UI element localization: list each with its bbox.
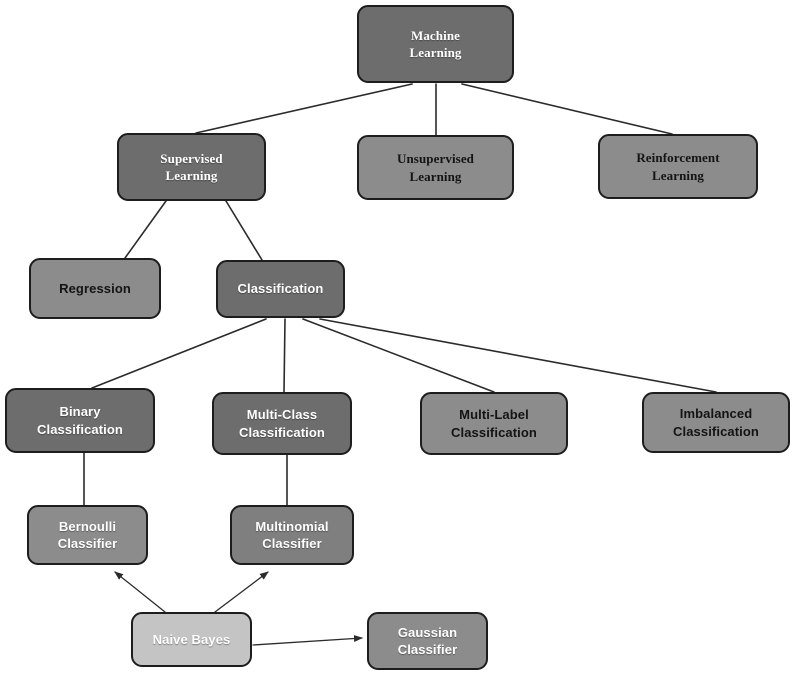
- edge-naivebayes-to-bernoulli: [114, 571, 166, 613]
- node-label-line: Learning: [409, 168, 462, 184]
- node-label-line: Classification: [673, 423, 759, 439]
- node-label-line: Multi-Class: [246, 407, 318, 423]
- node-label-line: Learning: [409, 45, 462, 60]
- node-label-line: Supervised: [160, 150, 223, 166]
- edge-supervised-to-regression: [124, 200, 167, 259]
- node-label-line: Naive Bayes: [152, 631, 231, 647]
- node-label-line: Classification: [239, 424, 325, 440]
- node-label-line: Unsupervised: [396, 151, 475, 167]
- edge-naivebayes-to-multinomial: [214, 571, 269, 613]
- node-label-line: Multinomial: [255, 518, 329, 534]
- node-label-line: Classification: [451, 424, 537, 440]
- node-label-line: Learning: [651, 167, 705, 183]
- edge-classification-to-multiclass: [283, 318, 286, 393]
- node-label-line: Learning: [165, 168, 218, 183]
- node-classification[interactable]: Classification: [216, 260, 345, 318]
- edge-ml-to-supervised: [195, 83, 413, 134]
- node-label-line: Multi-Label: [459, 407, 529, 423]
- node-label-line: Classification: [37, 421, 123, 437]
- edge-supervised-to-classification: [225, 200, 263, 261]
- node-label-line: Gaussian: [397, 624, 458, 640]
- node-label-line: Reinforcement: [636, 150, 720, 166]
- node-label-line: Imbalanced: [679, 406, 753, 422]
- edge-naivebayes-to-gaussian: [252, 635, 363, 646]
- node-label-line: Classification: [237, 281, 324, 297]
- node-label-line: Bernoulli: [58, 518, 117, 534]
- node-label-line: Binary: [59, 404, 101, 420]
- node-regression[interactable]: Regression: [29, 258, 161, 319]
- node-label-line: Classifier: [397, 642, 458, 657]
- node-label-line: Classifier: [262, 536, 322, 551]
- edge-classification-to-multilabel: [302, 318, 495, 393]
- edge-ml-to-reinforcement: [461, 83, 673, 135]
- node-naive-bayes[interactable]: Naive Bayes: [131, 612, 252, 667]
- node-label-line: Classifier: [57, 536, 118, 551]
- node-label-line: Regression: [59, 280, 131, 296]
- edge-classification-to-binary: [91, 318, 267, 389]
- node-label-line: Machine: [410, 27, 461, 43]
- edge-classification-to-imbalanced: [319, 318, 717, 393]
